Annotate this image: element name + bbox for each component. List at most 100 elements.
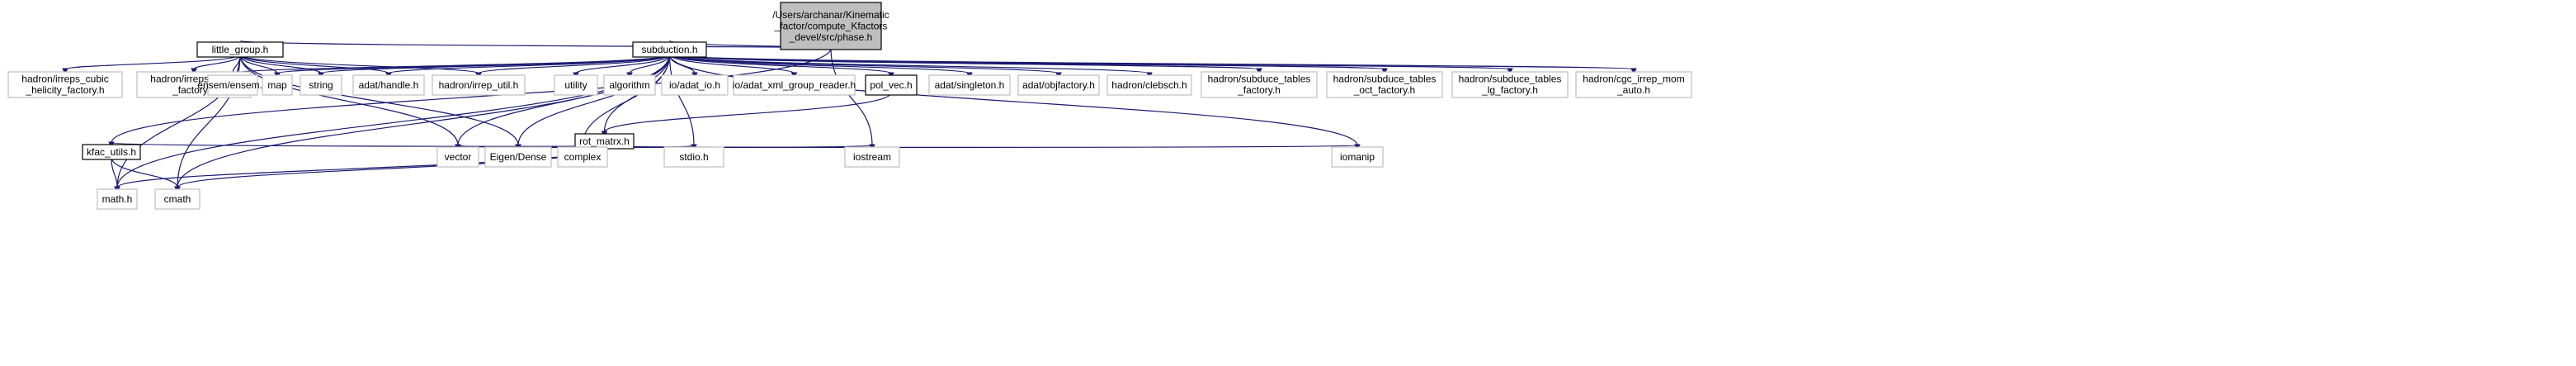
node-label: io/adat_xml_group_reader.h bbox=[733, 79, 856, 91]
node-box bbox=[1106, 74, 1192, 96]
arrowhead-icon bbox=[1381, 68, 1388, 75]
node-box bbox=[207, 74, 258, 96]
node-label: _oct_factory.h bbox=[1353, 84, 1415, 96]
edge-layer bbox=[62, 40, 1637, 193]
node-kfac_utils[interactable]: kfac_utils.h bbox=[82, 144, 141, 160]
node-box bbox=[432, 74, 526, 96]
arrowhead-icon bbox=[1507, 68, 1513, 75]
node-label: math.h bbox=[102, 193, 133, 205]
node-little_group[interactable]: little_group.h bbox=[196, 41, 284, 58]
node-label: hadron/cgc_irrep_mom bbox=[1583, 74, 1684, 85]
node-box bbox=[300, 74, 342, 96]
node-math: math.h bbox=[97, 188, 138, 210]
node-box bbox=[154, 188, 201, 210]
node-label: vector bbox=[445, 151, 472, 163]
node-box bbox=[262, 74, 293, 96]
node-label: complex bbox=[564, 151, 602, 163]
node-irrep_util: hadron/irrep_util.h bbox=[432, 74, 526, 96]
node-pol_vec[interactable]: pol_vec.h bbox=[865, 74, 918, 96]
edge-kfac_utils-to-math bbox=[111, 156, 120, 193]
node-label: /Users/archanar/Kinematic bbox=[772, 9, 889, 21]
node-box bbox=[780, 2, 882, 50]
node-map: map bbox=[262, 74, 293, 96]
node-singleton: adat/singleton.h bbox=[928, 74, 1011, 96]
node-label: hadron/subduce_tables bbox=[1208, 74, 1311, 85]
node-sub_lg: hadron/subduce_tables_lg_factory.h bbox=[1451, 71, 1569, 98]
node-label: rot_matrx.h bbox=[579, 135, 630, 147]
node-stdio: stdio.h bbox=[663, 146, 724, 168]
node-box bbox=[97, 188, 138, 210]
node-label: _helicity_factory.h bbox=[25, 84, 104, 96]
node-rot_matrx[interactable]: rot_matrx.h bbox=[574, 133, 635, 150]
node-label: iomanip bbox=[1340, 151, 1375, 163]
node-label: hadron/irrep_util.h bbox=[439, 79, 519, 91]
node-box bbox=[557, 146, 608, 168]
node-box bbox=[1201, 71, 1318, 98]
node-box bbox=[865, 74, 918, 96]
node-layer: /Users/archanar/Kinematic_factor/compute… bbox=[7, 2, 1692, 210]
node-box bbox=[928, 74, 1011, 96]
node-box bbox=[554, 74, 598, 96]
edge-subduction-to-cgc bbox=[668, 54, 1637, 75]
node-label: cmath bbox=[164, 193, 191, 205]
node-phase[interactable]: /Users/archanar/Kinematic_factor/compute… bbox=[772, 2, 889, 50]
edge-little_group-to-helicity bbox=[62, 54, 241, 75]
node-cmath: cmath bbox=[154, 188, 201, 210]
node-eigen: Eigen/Dense bbox=[484, 146, 552, 168]
node-label: hadron/clebsch.h bbox=[1111, 79, 1187, 91]
node-label: subduction.h bbox=[641, 44, 697, 55]
node-string: string bbox=[300, 74, 342, 96]
node-adat_io: io/adat_io.h bbox=[661, 74, 729, 96]
node-label: hadron/irreps_cubic bbox=[21, 74, 108, 85]
node-label: _factory.h bbox=[172, 84, 215, 96]
node-label: _lg_factory.h bbox=[1481, 84, 1538, 96]
node-label: io/adat_io.h bbox=[669, 79, 720, 91]
node-label: adat/handle.h bbox=[359, 79, 419, 91]
arrowhead-icon bbox=[1256, 68, 1262, 75]
node-label: _devel/src/phase.h bbox=[789, 31, 873, 43]
arrowhead-icon bbox=[1630, 68, 1637, 75]
node-xml_group: io/adat_xml_group_reader.h bbox=[733, 74, 856, 96]
node-iomanip: iomanip bbox=[1331, 146, 1384, 168]
node-label: stdio.h bbox=[679, 151, 708, 163]
node-box bbox=[1451, 71, 1569, 98]
node-sub_oct: hadron/subduce_tables_oct_factory.h bbox=[1326, 71, 1443, 98]
node-handle: adat/handle.h bbox=[352, 74, 425, 96]
node-box bbox=[661, 74, 729, 96]
node-box bbox=[1331, 146, 1384, 168]
node-objfactory: adat/objfactory.h bbox=[1017, 74, 1100, 96]
node-box bbox=[1575, 71, 1692, 98]
node-box bbox=[484, 146, 552, 168]
node-ensem: ensem/ensem.h bbox=[197, 74, 268, 96]
node-label: hadron/subduce_tables bbox=[1333, 74, 1437, 85]
node-label: ensem/ensem.h bbox=[197, 79, 267, 91]
node-label: kfac_utils.h bbox=[87, 146, 136, 158]
node-subduction[interactable]: subduction.h bbox=[632, 41, 707, 58]
node-algorithm: algorithm bbox=[603, 74, 656, 96]
node-iostream: iostream bbox=[844, 146, 900, 168]
node-vector: vector bbox=[436, 146, 479, 168]
node-label: adat/singleton.h bbox=[935, 79, 1005, 91]
node-label: string bbox=[309, 79, 333, 91]
node-label: hadron/subduce_tables bbox=[1459, 74, 1562, 85]
edge-pol_vec-to-rot_matrx bbox=[601, 92, 892, 138]
node-label: Eigen/Dense bbox=[490, 151, 547, 163]
node-box bbox=[663, 146, 724, 168]
node-cgc: hadron/cgc_irrep_mom_auto.h bbox=[1575, 71, 1692, 98]
node-label: map bbox=[267, 79, 287, 91]
node-box bbox=[436, 146, 479, 168]
node-box bbox=[733, 74, 856, 96]
node-label: iostream bbox=[853, 151, 891, 163]
arrowhead-icon bbox=[191, 68, 197, 75]
node-box bbox=[7, 71, 123, 98]
node-label: _factor/compute_Kfactors bbox=[774, 20, 888, 31]
node-box bbox=[603, 74, 656, 96]
node-box bbox=[1017, 74, 1100, 96]
edge-kfac_utils-to-cmath bbox=[111, 156, 181, 193]
node-box bbox=[632, 41, 707, 58]
node-box bbox=[844, 146, 900, 168]
node-utility: utility bbox=[554, 74, 598, 96]
node-helicity: hadron/irreps_cubic_helicity_factory.h bbox=[7, 71, 123, 98]
node-sub_factory: hadron/subduce_tables_factory.h bbox=[1201, 71, 1318, 98]
